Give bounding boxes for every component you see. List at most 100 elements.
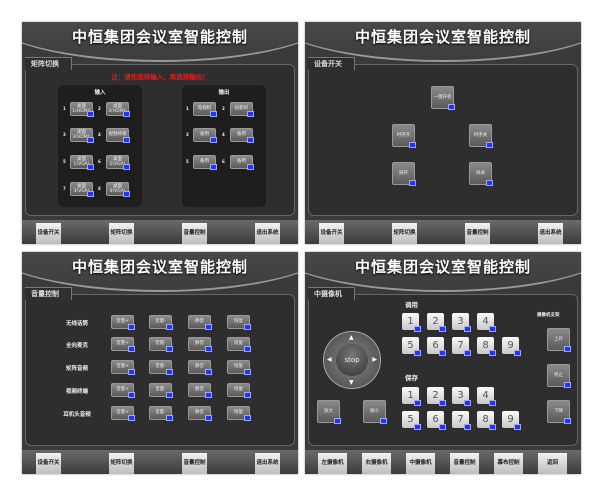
output-button[interactable]: 投影机 [230, 102, 254, 117]
input-button[interactable]: 桌面1(VGA) [70, 155, 94, 170]
nav-button[interactable]: 设备开关 [36, 453, 61, 474]
nav-button[interactable]: 返回 [538, 453, 567, 474]
volume-up-button[interactable]: 音量+ [111, 406, 135, 421]
zoom-in-button[interactable]: 放大 [317, 400, 341, 424]
mute-button[interactable]: 静音 [188, 360, 212, 375]
bottom-nav-bar: 设备开关 矩阵切换 音量控制 退出系统 [22, 220, 298, 244]
input-button[interactable]: 桌面2(HDMI) [106, 102, 130, 117]
volume-up-button[interactable]: 音量+ [111, 315, 135, 330]
nav-button[interactable]: 音量控制 [182, 453, 207, 474]
nav-button[interactable]: 设备开关 [319, 223, 344, 244]
status-led-icon [128, 324, 135, 330]
status-led-icon [414, 350, 421, 356]
volume-up-button[interactable]: 音量+ [111, 383, 135, 398]
status-led-icon [464, 400, 471, 406]
screen-on-button[interactable]: 屏开 [392, 162, 416, 186]
nav-button[interactable]: 中摄像机 [406, 453, 435, 474]
arrow-right-icon[interactable]: ▶ [372, 356, 377, 363]
zoom-out-button[interactable]: 缩小 [363, 400, 387, 424]
arrow-up-icon[interactable]: ▲ [349, 334, 354, 341]
input-button[interactable]: 桌面3(HDMI) [70, 128, 94, 143]
nav-button[interactable]: 矩阵切换 [109, 223, 134, 244]
restore-button[interactable]: 恢复 [227, 406, 251, 421]
button-label: 下降 [554, 408, 563, 414]
save-preset-button[interactable]: 4 [477, 387, 496, 406]
recall-preset-button[interactable]: 4 [477, 313, 496, 332]
nav-button[interactable]: 矩阵切换 [392, 223, 417, 244]
nav-button[interactable]: 设备开关 [36, 223, 61, 244]
preset-number: 4 [482, 316, 489, 327]
input-button[interactable]: 桌面1(HDMI) [70, 102, 94, 117]
recall-preset-button[interactable]: 6 [427, 337, 446, 356]
volume-down-button[interactable]: 音量- [149, 337, 173, 352]
status-led-icon [128, 415, 135, 421]
nav-button[interactable]: 退出系统 [255, 223, 280, 244]
recall-preset-button[interactable]: 5 [402, 337, 421, 356]
input-button[interactable]: 桌面2(VGA) [106, 155, 130, 170]
volume-down-button[interactable]: 音量- [149, 383, 173, 398]
volume-down-button[interactable]: 音量- [149, 315, 173, 330]
stop-button[interactable]: stop [336, 344, 368, 376]
button-label: 停止 [554, 372, 563, 378]
output-button[interactable]: 备用 [193, 155, 217, 170]
output-button[interactable]: 电视机 [193, 102, 217, 117]
volume-up-button[interactable]: 音量+ [111, 360, 135, 375]
nav-button[interactable]: 左摄像机 [318, 453, 347, 474]
restore-button[interactable]: 恢复 [227, 315, 251, 330]
volume-down-button[interactable]: 音量- [149, 406, 173, 421]
bracket-stop-button[interactable]: 停止 [547, 364, 571, 388]
mute-button[interactable]: 静音 [188, 315, 212, 330]
save-preset-button[interactable]: 8 [477, 411, 496, 430]
restore-button[interactable]: 恢复 [227, 360, 251, 375]
nav-button[interactable]: 退出系统 [255, 453, 280, 474]
bracket-down-button[interactable]: 下降 [547, 400, 571, 424]
restore-button[interactable]: 恢复 [227, 337, 251, 352]
status-led-icon [87, 137, 94, 143]
mute-button[interactable]: 静音 [188, 383, 212, 398]
output-button[interactable]: 备用 [193, 128, 217, 143]
input-button[interactable]: 桌面4(VGA) [106, 182, 130, 197]
nav-button[interactable]: 音量控制 [465, 223, 490, 244]
status-led-icon [87, 111, 94, 117]
recall-preset-button[interactable]: 8 [477, 337, 496, 356]
button-label: 桌面1(VGA) [73, 156, 90, 167]
sequence-off-button[interactable]: 时序关 [469, 124, 493, 148]
save-preset-button[interactable]: 2 [427, 387, 446, 406]
save-preset-button[interactable]: 9 [502, 411, 521, 430]
save-preset-button[interactable]: 7 [452, 411, 471, 430]
status-led-icon [166, 369, 173, 375]
arrow-down-icon[interactable]: ▼ [349, 379, 354, 386]
input-button[interactable]: 桌面3(VGA) [70, 182, 94, 197]
nav-button[interactable]: 矩阵切换 [109, 453, 134, 474]
one-key-power-on-button[interactable]: 一键开机 [431, 86, 455, 110]
status-led-icon [414, 400, 421, 406]
save-preset-button[interactable]: 1 [402, 387, 421, 406]
recall-preset-button[interactable]: 7 [452, 337, 471, 356]
output-button[interactable]: 备用 [230, 128, 254, 143]
restore-button[interactable]: 恢复 [227, 383, 251, 398]
bracket-up-button[interactable]: 上升 [547, 328, 571, 352]
mute-button[interactable]: 静音 [188, 337, 212, 352]
recall-preset-button[interactable]: 3 [452, 313, 471, 332]
screen-off-button[interactable]: 屏关 [469, 162, 493, 186]
recall-preset-button[interactable]: 9 [502, 337, 521, 356]
nav-button[interactable]: 音量控制 [182, 223, 207, 244]
button-label: 音量+ [116, 410, 129, 416]
recall-preset-button[interactable]: 1 [402, 313, 421, 332]
nav-button[interactable]: 退出系统 [538, 223, 563, 244]
save-preset-button[interactable]: 5 [402, 411, 421, 430]
nav-button[interactable]: 音量控制 [450, 453, 479, 474]
mute-button[interactable]: 静音 [188, 406, 212, 421]
status-led-icon [210, 164, 217, 170]
input-button[interactable]: 视频终端 [106, 128, 130, 143]
nav-button[interactable]: 右摄像机 [362, 453, 391, 474]
volume-up-button[interactable]: 音量+ [111, 337, 135, 352]
nav-button[interactable]: 幕布控制 [494, 453, 523, 474]
save-preset-button[interactable]: 6 [427, 411, 446, 430]
recall-preset-button[interactable]: 2 [427, 313, 446, 332]
arrow-left-icon[interactable]: ◀ [327, 356, 332, 363]
save-preset-button[interactable]: 3 [452, 387, 471, 406]
sequence-on-button[interactable]: 时序开 [392, 124, 416, 148]
volume-down-button[interactable]: 音量- [149, 360, 173, 375]
output-button[interactable]: 备用 [230, 155, 254, 170]
